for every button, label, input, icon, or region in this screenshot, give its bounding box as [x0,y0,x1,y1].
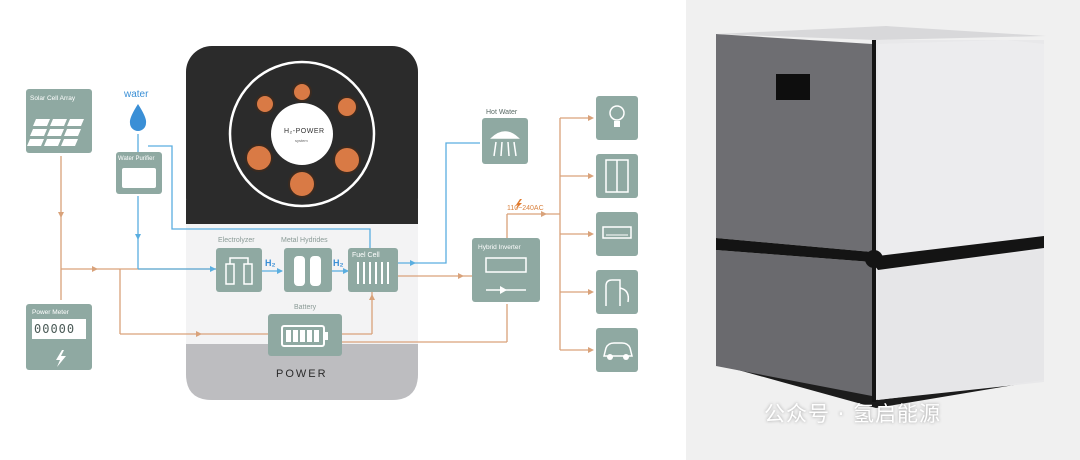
unit-bottom-panel [186,344,418,400]
hotwater-box [482,118,528,164]
meter-digits: 00000 [34,322,76,336]
right-top-panel [878,40,1044,256]
watermark: 公众号 · 氢启能源 [764,402,942,426]
purifier-icon [122,168,156,188]
electrolyzer-box [216,248,262,292]
fuelcell-label: Fuel Cell [352,252,380,259]
car-icon [596,328,638,372]
product-photo [716,26,1046,408]
brand-label: H₂-POWER [284,128,325,135]
power-label: POWER [276,368,328,380]
front-bottom-panel [716,250,872,396]
meter-display [32,319,86,339]
system-diagram [26,46,638,400]
water-lines [137,134,480,272]
solar-label: Solar Cell Array [30,95,76,102]
fuelcell-box [348,248,398,292]
meter-label: Power Meter [32,309,69,316]
water-drop-icon [129,104,147,131]
h2-label-b: H₂ [333,258,344,268]
brand-sub-label: system [295,138,308,143]
spark-icon [515,199,522,210]
electrolyzer-label: Electrolyzer [218,237,255,244]
air-conditioner-icon [596,212,638,256]
output-boxes [596,96,638,372]
hydrides-box [284,248,332,292]
center-disc [271,103,333,165]
inverter-box [472,238,540,302]
ev-charger-icon [596,270,638,314]
ring [228,60,376,208]
hotwater-label: Hot Water [486,109,518,116]
bolt-icon [56,350,66,367]
right-bottom-panel [878,250,1044,400]
battery-label: Battery [294,304,317,311]
solar-panel-icon [27,119,84,146]
display-window [776,74,810,100]
h2-label-a: H₂ [265,258,276,268]
voltage-label: 110~240AC [507,205,544,212]
light-bulb-icon [596,96,638,140]
inverter-label: Hybrid Inverter [478,244,521,251]
arrows [58,115,594,353]
water-label: water [124,89,149,100]
purifier-label: Water Purifier [118,156,155,162]
copper-buttons [245,82,361,198]
front-top-panel [716,34,872,252]
hydrides-label: Metal Hydrides [281,237,328,244]
shower-icon [490,131,520,157]
